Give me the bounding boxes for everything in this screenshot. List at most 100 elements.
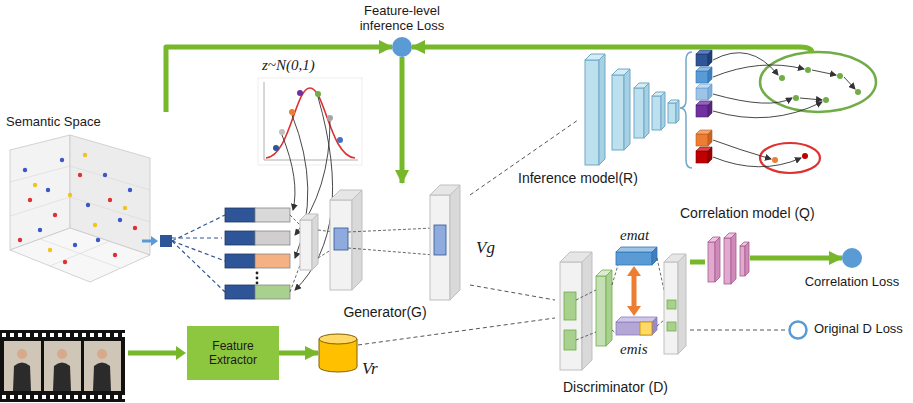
inference-layers-part [708,67,712,83]
latent-bars-part [255,231,290,245]
model-label: Inference model(R) [518,170,638,187]
semantic-plot-part [128,188,132,192]
data-label: Vr [362,359,378,379]
discriminator-layers-part [627,306,641,316]
film-strip-part [17,349,27,359]
inference-layers-part [696,105,708,117]
latent-bars [225,208,290,299]
discriminator-layers-part [632,274,637,308]
semantic-plot-part [38,228,42,232]
semantic-plot-part [53,213,57,217]
inference-layers-part [844,77,855,89]
loss-circle-shape [392,37,412,57]
correlation-layers-part [745,242,749,276]
inference-layers-part [708,130,712,146]
connector [750,256,842,261]
inference-layers-part [696,151,708,163]
discriminator-layers-part [652,247,657,265]
discriminator-layers-part [576,332,596,340]
gaussian-plot-part [337,137,343,143]
discriminator-layers-part [657,258,664,290]
generator-layers-part [334,228,348,250]
correlation-model: Correlation model (Q) [705,232,750,285]
discriminator-layers-part [564,292,576,320]
inference-layers-part [696,134,708,146]
connector [470,285,555,300]
distribution-label: z~N(0,1) [262,56,315,74]
box-label: Feature Extractor [193,339,273,367]
film-strip-part [2,333,125,337]
semantic-plot-part [18,238,22,242]
inference-layers-part [708,147,712,163]
inference-layers-part [779,75,785,81]
discriminator-layers-part [596,276,606,346]
film-strip-part [176,346,186,360]
latent-bars-part [255,285,290,299]
discriminator-layers-part [667,322,676,331]
correlation-layers-part [731,233,736,284]
embedding-label: emis [620,340,648,358]
generator-layers-part [430,195,450,300]
generator-layers-part [348,248,434,255]
latent-bars-part [225,285,255,299]
semantic-plot-part [33,183,37,187]
semantic-plot-part [60,158,64,162]
discriminator-layers-part [576,290,596,300]
inference-layers-part [634,88,644,138]
connector [400,57,405,183]
correlation-layers [708,233,749,284]
latent-bars-part [225,208,255,222]
semantic-plot-part [142,240,152,243]
gaussian-plot-part [282,135,295,210]
gaussian-plot-part [295,97,333,290]
inference-layers [578,47,876,173]
inference-layers-part [812,70,836,75]
loss-circle: Correlation Loss [842,248,862,268]
inference-layers-part [708,101,712,117]
inference-layers-part [802,153,808,159]
discriminator-layers-part [667,300,676,309]
data-cylinder-shape [318,333,358,373]
connector [279,351,318,356]
semantic-plot-part [10,166,70,182]
connector [166,47,392,112]
inference-layers-part [837,73,843,79]
loss-label: Correlation Loss [805,274,900,290]
discriminator-layers-part [606,270,612,346]
inference-layers-part [624,69,630,150]
semantic-plot-part [151,236,158,246]
inference-layers-part [800,98,822,100]
inference-layers-part [713,65,804,77]
discriminator-layers-part [582,252,592,370]
connector [412,45,578,50]
inference-layers-part [713,53,778,75]
semantic-plot-part [23,168,27,172]
semantic-plot-part [63,260,67,264]
discriminator-layers-part [616,322,652,335]
fan-lines-part [172,241,225,292]
discriminator-layers-part [616,247,657,252]
loss-circle: Original D Loss [788,320,808,340]
loss-circle-shape [842,248,862,268]
inference-layers-part [708,50,712,66]
inference-layers-part [713,157,801,167]
inference-layers-part [676,100,679,123]
film-strip-part [44,341,81,391]
connector [690,330,788,331]
semantic-plot-part [50,241,110,266]
gaussian-plot [258,78,362,290]
fan-lines [172,215,225,292]
film-strip-part [4,341,41,391]
discriminator-layers-part [616,252,652,265]
correlation-layers-part [708,242,715,282]
loss-circle: Feature-level inference Loss [392,37,412,57]
inference-model: Inference model(R) [578,18,900,188]
correlation-layers-part [740,246,745,276]
model-label: Discriminator (D) [563,379,668,396]
model-label: Correlation model (Q) [680,205,815,222]
generator-layers-part [330,200,352,290]
discriminator-layers [560,247,686,370]
inference-layers-part [578,47,812,53]
semantic-plot-part [113,253,117,257]
